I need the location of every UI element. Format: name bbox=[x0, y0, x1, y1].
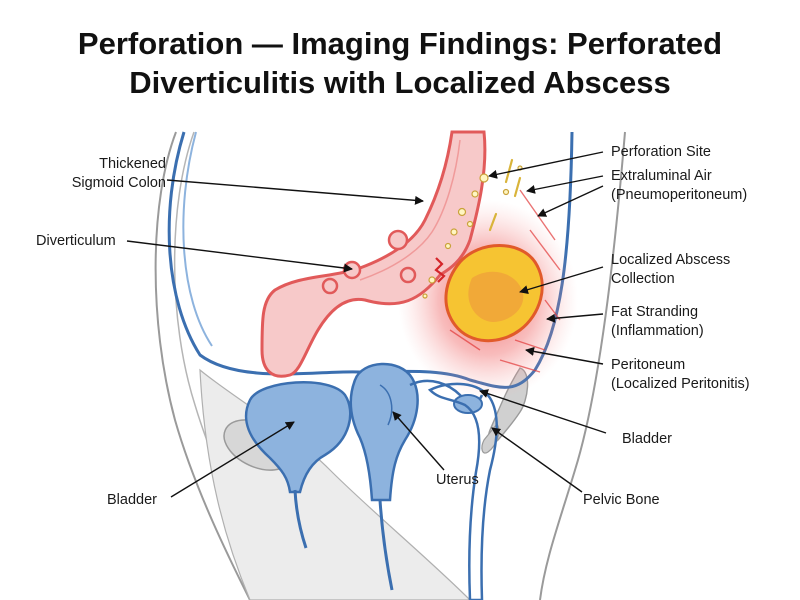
leader-arrows bbox=[126, 151, 607, 498]
extraluminal-air-streaks bbox=[488, 158, 522, 232]
label-fat-stranding: Fat Stranding (Inflammation) bbox=[611, 303, 704, 341]
arrow-pelvic-bone bbox=[491, 427, 583, 493]
arrow-extraluminal-air-1 bbox=[526, 175, 604, 194]
label-extraluminal-line2: (Pneumoperitoneum) bbox=[611, 187, 748, 203]
air-bubbles bbox=[422, 165, 523, 299]
abscess-core bbox=[468, 271, 524, 322]
label-peritoneum-line1: Peritoneum bbox=[611, 357, 686, 373]
arrow-uterus bbox=[392, 411, 445, 471]
label-diverticulum: Diverticulum bbox=[36, 233, 116, 249]
label-abscess-line1: Localized Abscess bbox=[611, 252, 731, 268]
label-thickened-sigmoid-colon: Thickened Sigmoid Colon bbox=[36, 155, 166, 193]
arrow-fat-stranding bbox=[546, 313, 604, 323]
label-abscess-line2: Collection bbox=[611, 271, 675, 287]
label-uterus: Uterus bbox=[436, 472, 479, 488]
colon-wall-inner bbox=[359, 139, 461, 281]
back-contour bbox=[539, 131, 626, 600]
arrow-abscess bbox=[519, 266, 604, 295]
arrow-peritoneum bbox=[525, 347, 604, 365]
arrow-extraluminal-air-2 bbox=[537, 185, 604, 217]
vagina bbox=[378, 499, 394, 591]
perforation-zigzag bbox=[434, 257, 446, 283]
abdominal-wall bbox=[154, 131, 251, 600]
ovary bbox=[453, 394, 483, 414]
label-extraluminal-air: Extraluminal Air (Pneumoperitoneum) bbox=[611, 167, 747, 205]
uterus-organ bbox=[349, 362, 419, 502]
label-thickened-line1: Thickened bbox=[99, 156, 166, 172]
urethra bbox=[293, 489, 308, 549]
diagram-title: Perforation — Imaging Findings: Perforat… bbox=[0, 24, 800, 102]
sigmoid-colon bbox=[260, 130, 487, 378]
label-bladder-right: Bladder bbox=[622, 431, 672, 447]
title-line-1: Perforation — Imaging Findings: Perforat… bbox=[77, 26, 723, 61]
label-thickened-line2: Sigmoid Colon bbox=[71, 175, 166, 191]
label-perforation-site: Perforation Site bbox=[611, 144, 711, 160]
uterine-cavity bbox=[379, 384, 393, 426]
label-extraluminal-line1: Extraluminal Air bbox=[611, 168, 712, 184]
label-fat-stranding-line1: Fat Stranding bbox=[611, 304, 699, 320]
arrow-bladder-left bbox=[170, 421, 295, 498]
arrow-bladder-right bbox=[479, 389, 607, 434]
arrow-perforation-site bbox=[488, 151, 604, 179]
label-peritoneum-line2: (Localized Peritonitis) bbox=[611, 376, 750, 392]
peritoneum-inner-line bbox=[182, 131, 213, 347]
label-peritoneum: Peritoneum (Localized Peritonitis) bbox=[611, 356, 750, 394]
label-localized-abscess: Localized Abscess Collection bbox=[611, 251, 730, 289]
arrow-thickened-sigmoid bbox=[166, 179, 424, 205]
arrow-diverticulum bbox=[126, 240, 353, 273]
title-line-2: Diverticulitis with Localized Abscess bbox=[129, 65, 671, 100]
rectum-organ bbox=[427, 382, 498, 600]
label-pelvic-bone: Pelvic Bone bbox=[583, 492, 660, 508]
bladder-organ bbox=[244, 381, 352, 494]
label-fat-stranding-line2: (Inflammation) bbox=[611, 323, 704, 339]
label-bladder-left: Bladder bbox=[107, 492, 157, 508]
